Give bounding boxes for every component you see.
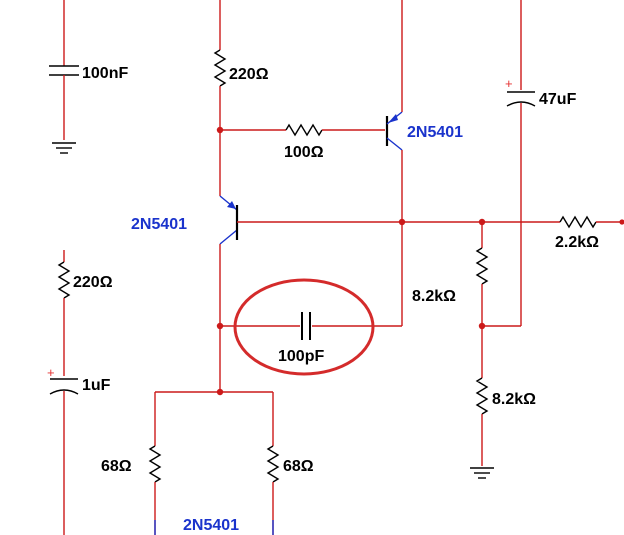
resistor-220-left: 220Ω <box>57 250 113 376</box>
transistor-top-label: 2N5401 <box>407 124 463 141</box>
resistor-220-left-label: 220Ω <box>73 274 113 291</box>
resistor-220-top: 220Ω <box>213 0 269 196</box>
pnp-transistor-mid: 2N5401 <box>131 195 560 392</box>
junction-dot <box>398 218 406 226</box>
capacitor-47uf-label: 47uF <box>539 91 577 108</box>
capacitor-1uf-label: 1uF <box>82 377 111 394</box>
resistor-8k2-top-label: 8.2kΩ <box>412 288 456 305</box>
resistor-68-left: 68Ω <box>101 392 162 535</box>
transistor-bottom-label: 2N5401 <box>183 517 239 534</box>
pnp-transistor-icon: 2N5401 <box>385 0 463 326</box>
capacitor-47uf: + 47uF <box>482 0 577 327</box>
resistor-2k2: 2.2kΩ <box>555 215 624 251</box>
resistor-100: 100Ω <box>220 123 385 161</box>
resistor-220-top-label: 220Ω <box>229 66 269 83</box>
capacitor-100nf: 100nF <box>49 0 128 140</box>
resistor-68-left-label: 68Ω <box>101 458 132 475</box>
junction-dot <box>216 322 224 330</box>
ground-icon <box>470 467 494 479</box>
polarized-capacitor-icon: + 1uF <box>47 365 111 535</box>
resistor-8k2-top: 8.2kΩ <box>412 222 489 378</box>
resistor-icon <box>148 445 162 483</box>
resistor-100-label: 100Ω <box>284 144 324 161</box>
capacitor-100pf: 100pF <box>220 312 402 365</box>
resistor-2k2-label: 2.2kΩ <box>555 234 599 251</box>
resistor-8k2-bottom: 8.2kΩ <box>475 377 536 466</box>
polarity-mark: + <box>47 365 55 380</box>
resistor-icon <box>285 123 323 137</box>
resistor-68-right: 68Ω <box>266 392 314 535</box>
resistor-icon <box>266 445 280 483</box>
ground-icon <box>52 142 76 154</box>
resistor-icon <box>57 261 71 299</box>
resistor-icon <box>475 247 489 285</box>
junction-dot <box>478 322 486 330</box>
capacitor-100nf-label: 100nF <box>82 65 128 82</box>
highlight-circle <box>233 278 375 376</box>
resistor-icon <box>559 215 597 229</box>
capacitor-100pf-label: 100pF <box>278 348 324 365</box>
resistor-68-right-label: 68Ω <box>283 458 314 475</box>
resistor-icon <box>475 377 489 415</box>
resistor-8k2-bottom-label: 8.2kΩ <box>492 391 536 408</box>
resistor-icon <box>213 49 227 87</box>
transistor-mid-label: 2N5401 <box>131 216 187 233</box>
polarity-mark: + <box>505 76 513 91</box>
